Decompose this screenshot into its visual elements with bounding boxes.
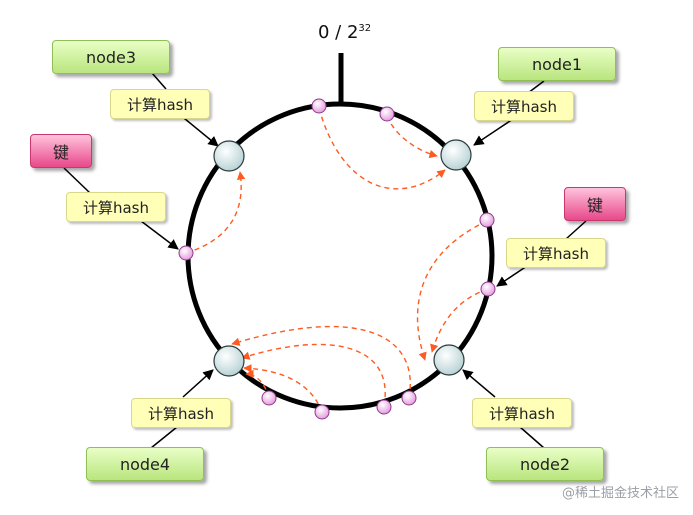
node4-box: node4 xyxy=(86,447,204,481)
mapping-arrow xyxy=(430,288,489,353)
node2-hash-box: 计算hash xyxy=(472,398,572,428)
key-left-hash-box: 计算hash xyxy=(66,192,166,222)
watermark: @稀土掘金技术社区 xyxy=(561,486,679,501)
mapping-arrow xyxy=(231,325,411,399)
node3-hash-box: 计算hash xyxy=(110,89,210,119)
key-right-hash-box: 计算hash xyxy=(506,238,606,268)
mapping-arrow xyxy=(243,364,323,413)
node3-connector xyxy=(151,72,167,90)
mapping-arrows xyxy=(185,107,489,413)
ring-key-point xyxy=(479,212,495,228)
ring-node-node1 xyxy=(440,139,472,171)
node4-connector xyxy=(150,426,178,449)
node3-hash-arrow xyxy=(178,113,219,147)
key-left-hash-arrow xyxy=(140,220,179,250)
key-points xyxy=(178,98,496,420)
ring-origin-label: 0 / 232 xyxy=(318,22,371,43)
node2-connector xyxy=(519,426,545,449)
node1-hash-box: 计算hash xyxy=(474,91,574,121)
ring-key-point xyxy=(401,390,417,406)
ring-origin-exponent: 32 xyxy=(358,23,372,34)
ring-origin-base: 0 / 2 xyxy=(318,22,359,43)
ring-node-node4 xyxy=(213,345,245,377)
ring-key-point xyxy=(480,281,496,297)
node4-hash-arrow xyxy=(182,369,214,398)
key-left-connector xyxy=(63,167,91,194)
node-points xyxy=(213,139,472,377)
mapping-arrow xyxy=(416,220,488,361)
ring-node-node3 xyxy=(213,140,245,172)
ring-key-point xyxy=(314,404,330,420)
ring-node-node2 xyxy=(433,344,465,376)
node4-hash-box: 计算hash xyxy=(131,398,231,428)
mapping-arrow xyxy=(241,343,386,407)
ring-key-point xyxy=(376,399,392,415)
key-right-hash-arrow xyxy=(496,265,528,287)
ring-key-point xyxy=(261,390,277,406)
ring-key-point xyxy=(178,245,194,261)
node3-box: node3 xyxy=(52,40,170,74)
mapping-arrow xyxy=(318,107,446,190)
node1-hash-arrow xyxy=(473,116,517,146)
key-right-connector xyxy=(565,220,587,240)
ring-key-point xyxy=(379,106,395,122)
node2-hash-arrow xyxy=(462,369,496,398)
key-right-box: 键 xyxy=(564,187,626,221)
node2-box: node2 xyxy=(486,447,604,481)
key-left-box: 键 xyxy=(30,134,92,168)
ring-key-point xyxy=(311,98,327,114)
node1-box: node1 xyxy=(498,47,616,81)
